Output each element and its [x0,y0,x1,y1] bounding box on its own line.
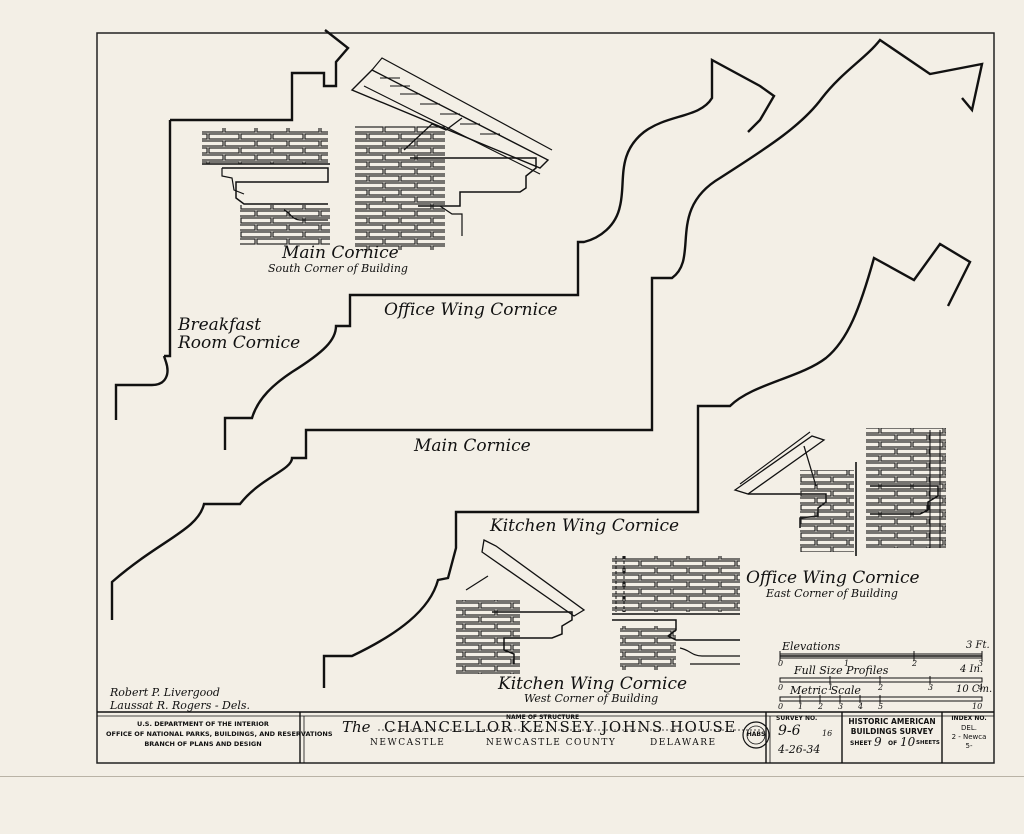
sheet-border [96,32,995,764]
scale-full-size-label: Full Size Profiles [794,664,889,677]
survey-date: 4-26-34 [778,743,821,756]
profile-main-cornice-south [170,29,350,122]
label-kitchen-wing-cornice: Kitchen Wing Cornice [490,516,680,536]
detail-kitchen-wing-west [456,539,740,674]
scale-metric-tick-4: 4 [858,702,864,711]
scale-elevations-tick-1: 1 [844,659,850,668]
label-kitchen-wing-sub: West Corner of Building [524,692,659,705]
scale-elevations-end: 3 Ft. [966,640,990,651]
scale-metric-end: 10 Cm. [956,684,993,695]
scale-full-size-tick-0: 0 [778,683,784,692]
structure-name: CHANCELLOR KENSEY JOHNS HOUSE [384,718,737,736]
scale-elevations-tick-3: 3 [978,659,984,668]
structure-name-prefix: The [342,718,371,736]
scale-metric-tick-1: 1 [798,702,804,711]
label-office-wing-cornice: Office Wing Cornice [384,300,558,320]
scale-elevations-tick-2: 2 [912,659,918,668]
label-breakfast-room-2: Room Cornice [178,333,301,353]
scale-metric-tick-5: 5 [878,702,884,711]
location-city: NEWCASTLE [370,738,446,748]
title-block-frame [97,711,994,763]
habs-line-1: HISTORIC AMERICAN [848,717,936,726]
scale-elevations-label: Elevations [782,640,841,653]
label-office-wing-title: Office Wing Cornice [746,568,920,588]
scale-full-size-tick-4: 4 [978,683,984,692]
scale-elevations-tick-0: 0 [778,659,784,668]
scale-full-size-tick-1: 1 [828,683,834,692]
sheet-word: SHEET [850,740,872,747]
label-breakfast-room-1: Breakfast [178,315,262,335]
habs-seal: HABS [746,731,766,738]
scale-full-size-end: 4 In. [960,664,984,675]
label-office-wing-sub: East Corner of Building [766,587,898,600]
name-of-structure-heading: NAME OF STRUCTURE [506,714,580,721]
survey-no-heading: SURVEY NO. [776,715,818,722]
delineator-1: Robert P. Livergood [110,686,220,699]
scale-metric-tick-3: 3 [838,702,844,711]
survey-no-suffix: 16 [822,729,833,738]
label-kitchen-wing-title: Kitchen Wing Cornice [498,674,688,694]
scale-metric-tick-2: 2 [818,702,824,711]
index-line-2: 2 - Newca [951,733,987,741]
sheets-word: SHEETS [916,740,940,746]
survey-no: 9-6 [778,723,801,739]
sheet-no: 9 [874,735,882,749]
total-sheets: 10 [900,735,916,749]
label-main-cornice-title: Main Cornice [282,243,399,263]
profile-kitchen-wing-cornice [322,242,972,688]
scale-full-size-tick-2: 2 [878,683,884,692]
detail-office-wing-east [733,428,946,556]
scale-full-size-tick-3: 3 [928,683,934,692]
label-main-cornice: Main Cornice [414,436,531,456]
agency-line-1: U.S. DEPARTMENT OF THE INTERIOR [137,720,269,728]
profile-main-cornice [110,38,984,620]
graphic-scales [779,651,983,703]
page-edge-rule [0,776,1024,777]
index-line-3: 5- [965,742,973,750]
detail-main-cornice-south [202,57,553,250]
habs-line-2: BUILDINGS SURVEY [850,727,934,736]
location-state: DELAWARE [650,738,717,748]
agency-line-3: BRANCH OF PLANS AND DESIGN [144,740,262,748]
location-county: NEWCASTLE COUNTY [486,738,617,748]
agency-line-2: OFFICE OF NATIONAL PARKS, BUILDINGS, AND… [106,730,333,738]
of-word: OF [888,740,898,747]
delineator-2: Laussat R. Rogers - Dels. [110,699,251,712]
profile-office-wing-cornice [223,57,776,450]
profile-breakfast-left-edge [164,120,172,358]
label-main-cornice-sub: South Corner of Building [268,262,408,275]
scale-metric-tick-10: 10 [972,702,983,711]
scale-metric-tick-0: 0 [778,702,784,711]
index-no-heading: INDEX NO. [951,715,987,722]
profile-breakfast-room-cornice [114,355,169,420]
scale-metric-label: Metric Scale [790,684,861,697]
index-line-1: DEL. [961,724,977,732]
